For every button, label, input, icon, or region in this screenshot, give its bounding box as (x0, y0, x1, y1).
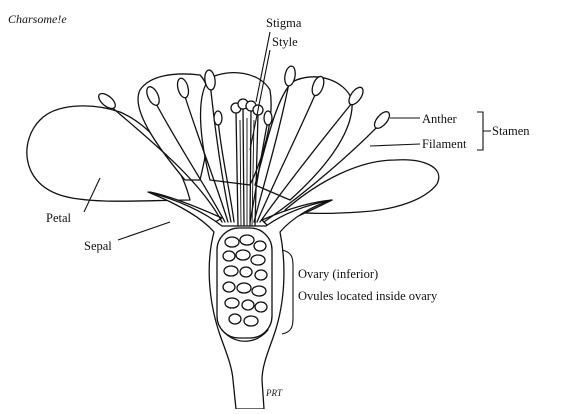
stamen-bracket (477, 112, 491, 150)
petal-label: Petal (46, 211, 72, 225)
sepal-label: Sepal (84, 239, 112, 253)
anther-label: Anther (422, 112, 458, 126)
artist-signature: PRT (265, 388, 283, 398)
diagram-title: Charsome!e (8, 12, 67, 26)
style-label: Style (272, 35, 298, 49)
stamen-label: Stamen (492, 124, 530, 138)
sepal-leader (118, 222, 170, 240)
ovary-label: Ovary (inferior) (298, 267, 378, 281)
stigma-label: Stigma (266, 16, 302, 30)
filament-leader (370, 144, 420, 146)
ovules-label: Ovules located inside ovary (298, 289, 438, 303)
filament-label: Filament (422, 137, 467, 151)
